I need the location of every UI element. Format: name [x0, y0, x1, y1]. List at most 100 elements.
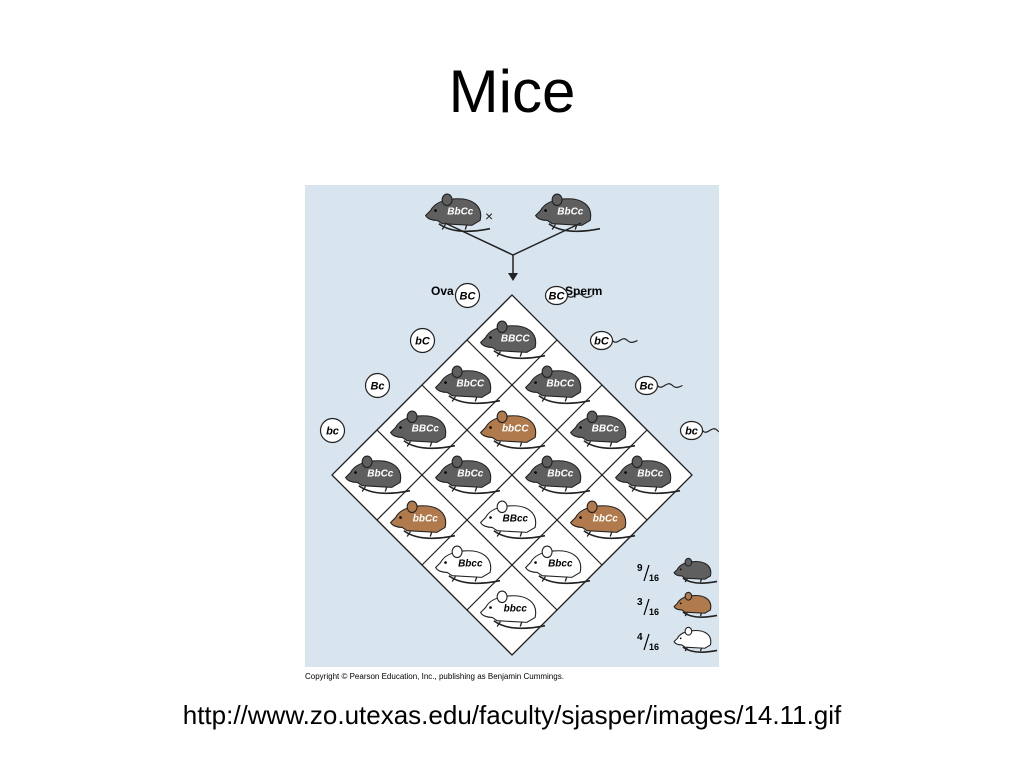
offspring-mouse: BbCC — [524, 365, 591, 404]
mouse-feet — [441, 224, 468, 230]
mouse-ear — [451, 545, 463, 559]
ratio-numerator: 3 — [637, 597, 643, 608]
ratio-white: 416 — [637, 626, 718, 653]
mouse-feet — [541, 486, 568, 492]
grid-line — [421, 384, 603, 566]
ovum-gamete: bC — [409, 327, 436, 354]
ovum-circle — [454, 282, 481, 309]
ratio-denominator: 16 — [649, 607, 659, 617]
genotype-label: Bbcc — [458, 559, 483, 570]
genotype-label: bbCc — [413, 514, 438, 525]
genotype-label: BBCC — [501, 334, 531, 345]
mouse-ear — [551, 193, 563, 207]
genotype-label: BbCc — [367, 469, 394, 480]
mouse-body — [673, 594, 712, 614]
genotype-label: BbCc — [457, 469, 484, 480]
mouse-ear — [541, 545, 553, 559]
ovum-gamete: bc — [319, 417, 346, 444]
mouse-tail — [448, 575, 501, 584]
mouse-feet — [451, 486, 478, 492]
mouse-tail — [538, 395, 591, 404]
ratio-brown: 3 16 — [637, 591, 718, 618]
genotype-label: BBcc — [503, 514, 529, 525]
grid-line — [466, 429, 648, 611]
mouse-ear — [541, 455, 553, 469]
mouse-feet — [496, 531, 523, 537]
mouse-tail — [538, 575, 591, 584]
parent-mouse-left — [305, 186, 383, 233]
mouse-eye — [534, 471, 537, 474]
mouse-tail — [493, 530, 546, 539]
offspring-mouse: bbCc — [389, 500, 456, 539]
mouse-feet — [684, 578, 703, 583]
mouse-eye — [489, 516, 492, 519]
ratio-slash — [643, 598, 650, 616]
mouse-body — [673, 629, 712, 649]
mouse-tail — [448, 485, 501, 494]
mouse-feet — [496, 441, 523, 447]
ovum-circle — [409, 327, 436, 354]
mouse-body — [434, 460, 492, 488]
genotype-label: bbCc — [593, 514, 618, 525]
mouse-body — [524, 550, 582, 578]
mouse-ear — [406, 500, 418, 514]
mouse-ear — [684, 591, 693, 601]
mouse-tail — [448, 395, 501, 404]
grid-line — [376, 339, 558, 521]
sperm-gamete: bc — [679, 420, 719, 441]
mouse-ear — [496, 320, 508, 334]
parent-mouse-left: BbCc — [424, 193, 491, 232]
offspring-mouse: Bbcc — [524, 545, 591, 584]
sperm-gamete: bC — [589, 330, 638, 351]
mouse-eye — [544, 209, 547, 212]
mouse-body — [479, 595, 537, 623]
offspring-mouse: BBCc — [569, 410, 636, 449]
mouse-body — [344, 460, 402, 488]
mouse-eye — [534, 381, 537, 384]
mouse-body — [534, 198, 592, 226]
mouse-eye — [444, 561, 447, 564]
mouse-eye — [399, 516, 402, 519]
ovum-label: Bc — [370, 381, 384, 393]
sperm-label: bc — [685, 426, 698, 438]
genotype-label: BbCc — [557, 207, 584, 218]
sperm-gamete: BC — [544, 285, 593, 306]
sperm-tail — [612, 338, 638, 343]
mouse-eye — [399, 426, 402, 429]
offspring-mouse: bbcc — [479, 590, 546, 629]
genotype-label: BBCc — [412, 424, 440, 435]
ratio-mouse-brown — [673, 591, 718, 618]
mouse-body — [569, 505, 627, 533]
mouse-tail — [403, 530, 456, 539]
mouse-tail — [493, 350, 546, 359]
ovum-label: bC — [415, 336, 431, 348]
mouse-body — [569, 415, 627, 443]
sperm-label: BC — [549, 291, 566, 303]
mouse-ear — [496, 590, 508, 604]
sperm-tail — [657, 383, 683, 388]
mouse-ear — [541, 365, 553, 379]
mouse-feet — [406, 441, 433, 447]
mouse-body — [614, 460, 672, 488]
mouse-feet — [586, 531, 613, 537]
mouse-ear — [496, 500, 508, 514]
genotype-label: BbCc — [637, 469, 664, 480]
mouse-eye — [679, 602, 682, 605]
mouse-eye — [489, 426, 492, 429]
mouse-feet — [541, 576, 568, 582]
genotype-label: Bbcc — [548, 559, 573, 570]
mouse-ear — [451, 455, 463, 469]
mouse-tail — [583, 530, 636, 539]
mouse-eye — [679, 637, 682, 640]
offspring-mouse: bbCC — [479, 410, 546, 449]
mouse-ear — [631, 455, 643, 469]
genotype-label: BbCC — [546, 379, 575, 390]
sperm-tail — [702, 428, 719, 433]
mouse-body — [479, 415, 537, 443]
mouse-ear — [684, 557, 693, 567]
mouse-body — [434, 370, 492, 398]
mouse-body — [479, 325, 537, 353]
mouse-tail — [682, 577, 718, 584]
offspring-mouse: BBCc — [389, 410, 456, 449]
